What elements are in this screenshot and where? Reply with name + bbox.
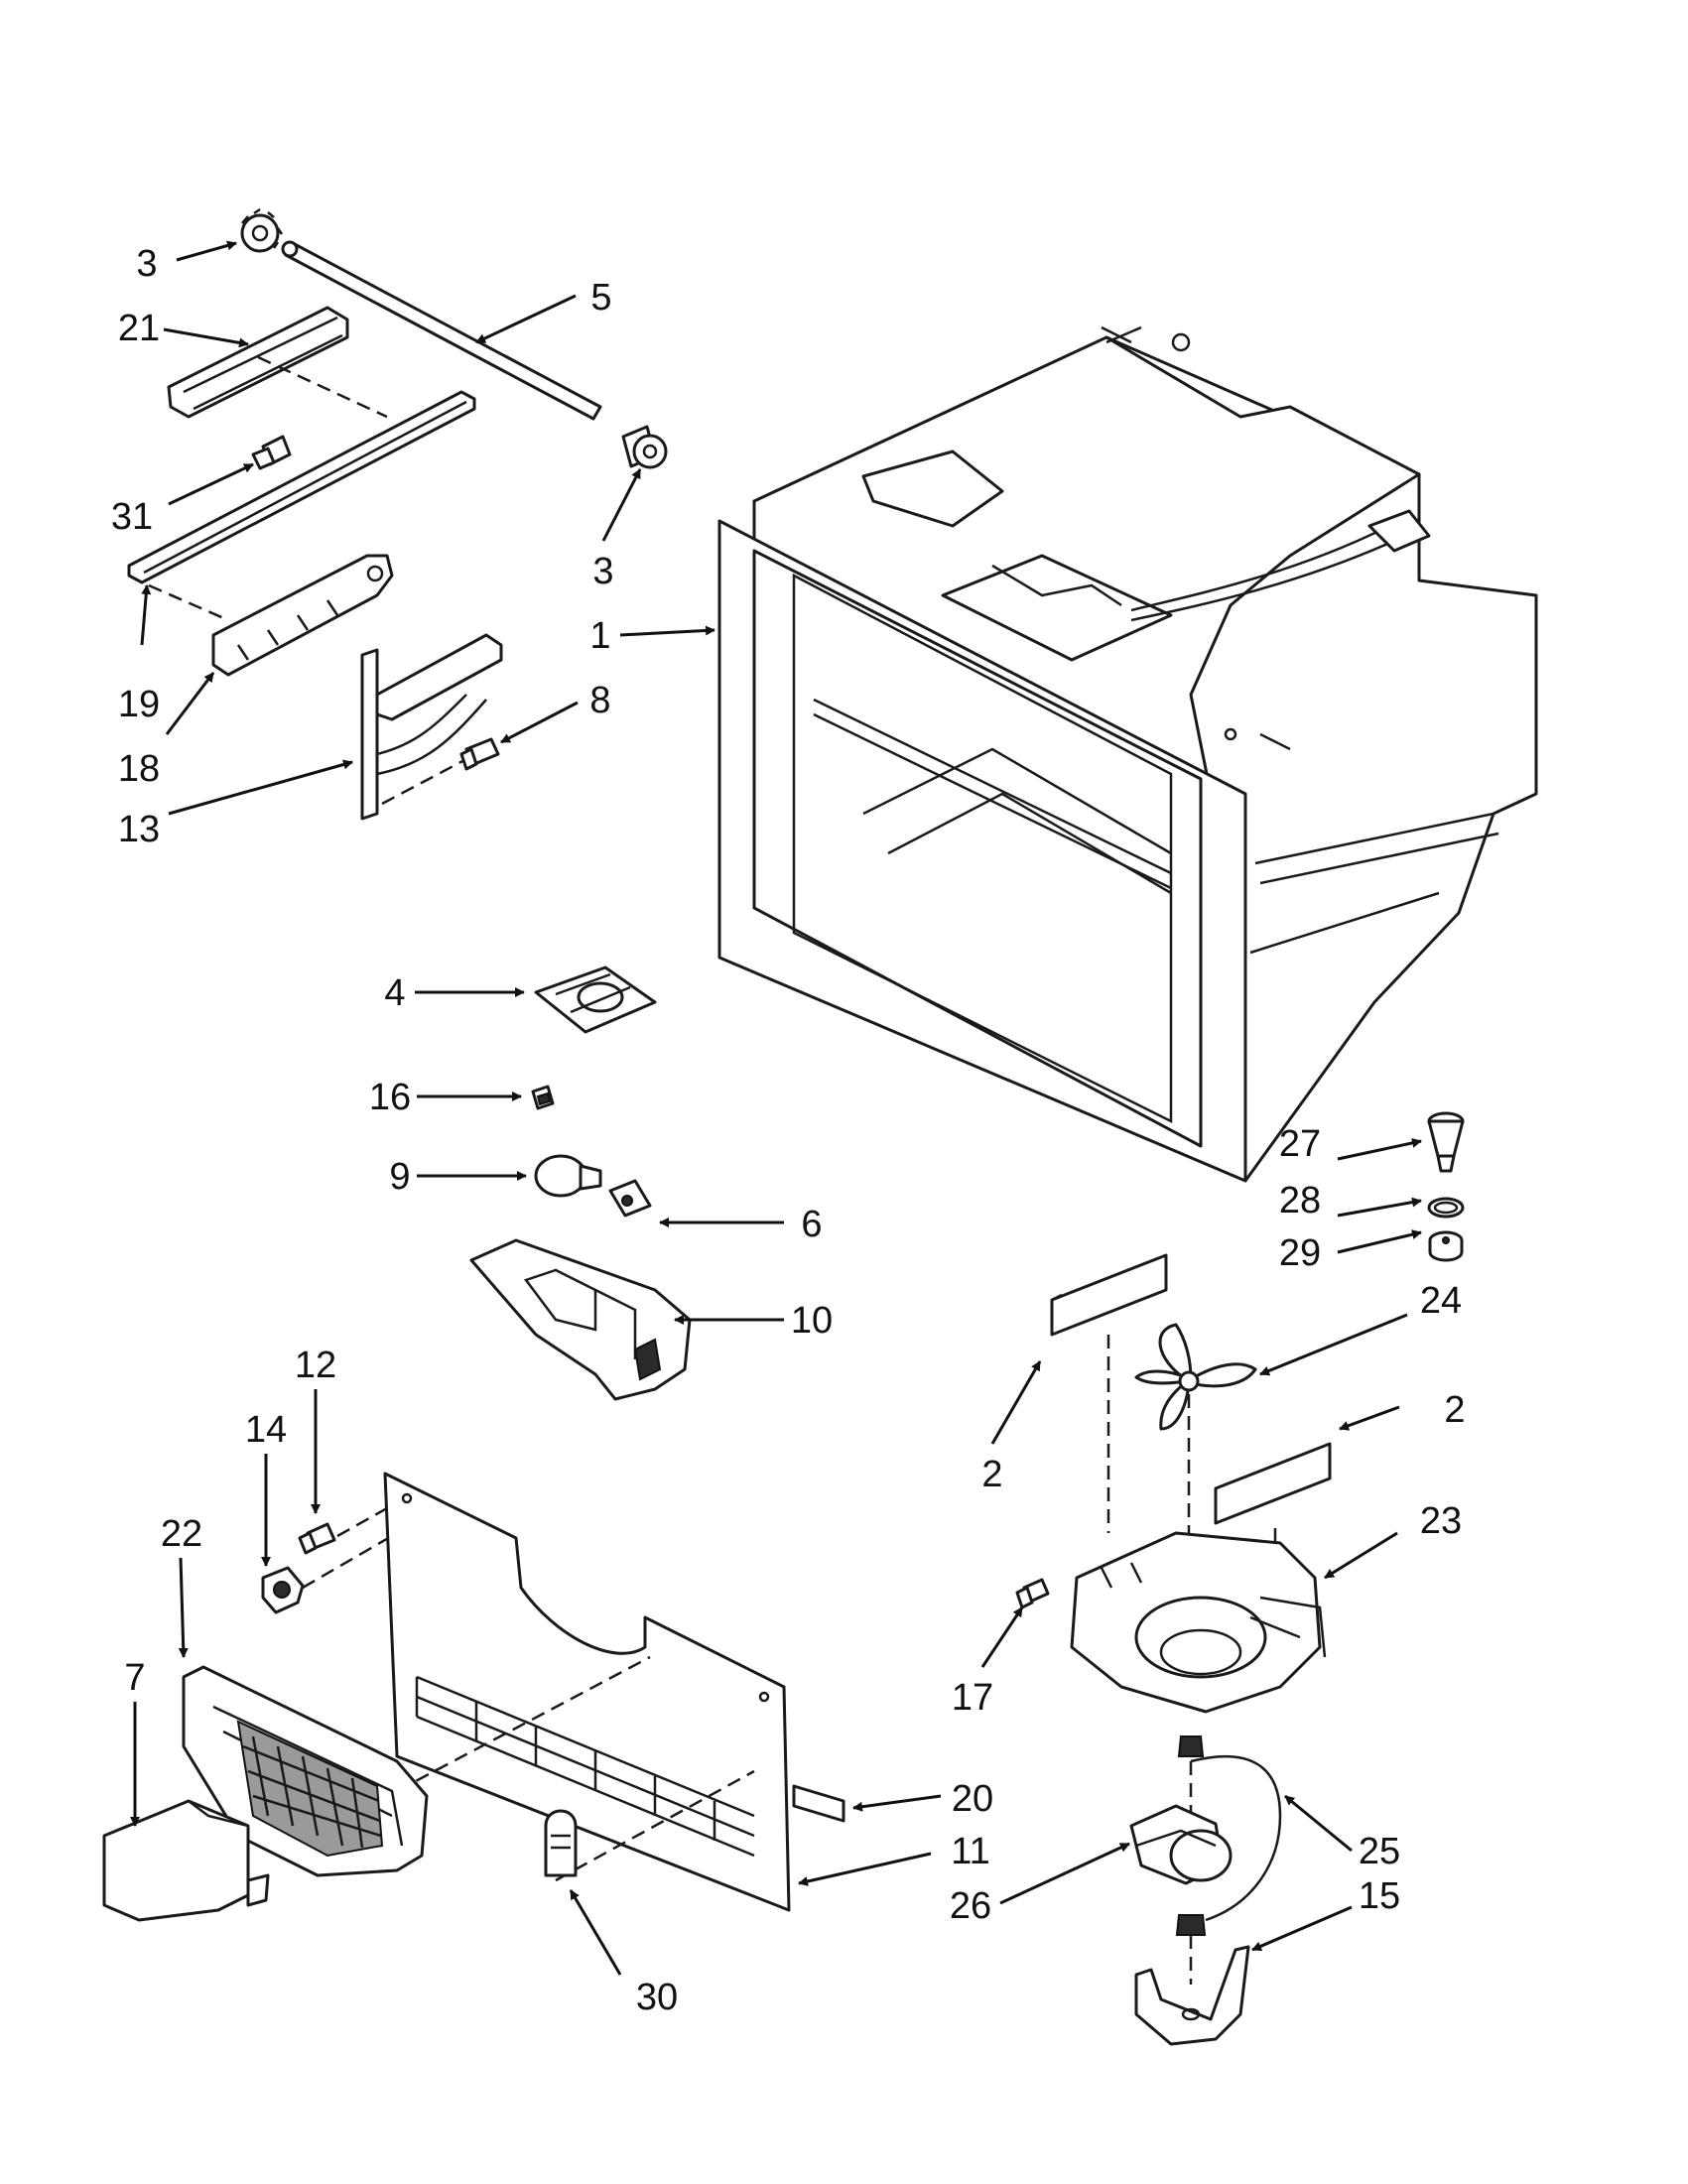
screw-8 <box>459 737 500 771</box>
motor-wire <box>1190 1754 1282 1922</box>
fan-blade <box>1134 1323 1257 1431</box>
rear-panel <box>383 1472 791 1912</box>
dashed-guide <box>302 1531 398 1590</box>
callout-30: 30 <box>636 1977 678 2018</box>
callout-15: 15 <box>1359 1875 1400 1917</box>
motor-bracket <box>1134 1945 1250 2046</box>
freezer-liner <box>717 325 1538 1183</box>
foam-block-left <box>1050 1253 1168 1337</box>
callout-labels: 3 21 5 31 3 19 18 1 8 13 4 16 27 9 28 6 … <box>111 243 1466 2018</box>
damper-washer <box>1428 1230 1464 1262</box>
callout-19: 19 <box>118 684 160 725</box>
side-bracket <box>360 633 503 821</box>
callout-10: 10 <box>791 1300 833 1342</box>
screw-31 <box>251 435 292 470</box>
dashed-guide <box>555 1769 755 1882</box>
callout-18: 18 <box>118 748 160 790</box>
dashed-guide <box>396 1655 651 1793</box>
callout-17: 17 <box>952 1677 993 1719</box>
switch-14 <box>261 1566 305 1614</box>
dashed-guide <box>257 355 388 419</box>
callout-27: 27 <box>1279 1123 1321 1165</box>
callout-5: 5 <box>590 277 611 319</box>
callout-26: 26 <box>950 1885 991 1927</box>
callout-29: 29 <box>1279 1232 1321 1274</box>
fan-shroud <box>1070 1531 1327 1714</box>
callout-3b: 3 <box>592 551 613 592</box>
callout-2-right: 2 <box>1444 1389 1465 1431</box>
dashed-guide <box>148 583 229 622</box>
slide-bracket-upper <box>167 306 349 419</box>
callout-11: 11 <box>951 1831 989 1872</box>
callout-1: 1 <box>589 615 610 657</box>
callout-20: 20 <box>952 1778 993 1820</box>
dashed-guide <box>336 1506 388 1538</box>
light-shield <box>534 965 657 1034</box>
screw-17 <box>1015 1578 1050 1609</box>
damper-ring <box>1427 1197 1465 1219</box>
foam-block-right <box>1214 1442 1332 1525</box>
callout-12: 12 <box>295 1345 336 1386</box>
callout-23: 23 <box>1420 1500 1462 1542</box>
callout-22: 22 <box>161 1513 202 1555</box>
grille-cover <box>102 1799 270 1922</box>
callout-31: 31 <box>111 496 153 538</box>
damper-cap <box>1427 1111 1465 1173</box>
light-switch <box>531 1085 555 1110</box>
light-bulb <box>534 1154 602 1198</box>
callout-21: 21 <box>118 308 160 349</box>
fan-motor <box>1129 1804 1233 1885</box>
callout-7: 7 <box>124 1657 145 1699</box>
callout-3: 3 <box>136 243 157 285</box>
callout-25: 25 <box>1359 1831 1400 1872</box>
callout-16: 16 <box>369 1077 411 1118</box>
callout-8: 8 <box>589 680 610 721</box>
slide-bracket-lower <box>211 554 394 677</box>
leader-lines <box>130 240 1422 1976</box>
callout-2-left: 2 <box>981 1454 1002 1495</box>
callout-9: 9 <box>389 1156 410 1198</box>
panel-clip <box>544 1809 578 1877</box>
callout-13: 13 <box>118 809 160 850</box>
shaft-rod <box>281 240 602 421</box>
callout-6: 6 <box>801 1204 822 1245</box>
callout-28: 28 <box>1279 1180 1321 1221</box>
motor-grommet-top <box>1177 1735 1205 1757</box>
callout-14: 14 <box>245 1409 287 1451</box>
callout-4: 4 <box>384 972 405 1014</box>
motor-grommet-bottom <box>1175 1914 1207 1936</box>
screw-12 <box>298 1522 336 1555</box>
gear-top <box>240 207 284 253</box>
dashed-guide <box>381 757 467 806</box>
bulb-socket <box>608 1179 652 1218</box>
slide-rail <box>127 390 476 584</box>
gear-lower <box>621 425 668 469</box>
light-housing <box>469 1238 692 1401</box>
callout-24: 24 <box>1420 1280 1462 1322</box>
foam-strip <box>792 1784 845 1823</box>
